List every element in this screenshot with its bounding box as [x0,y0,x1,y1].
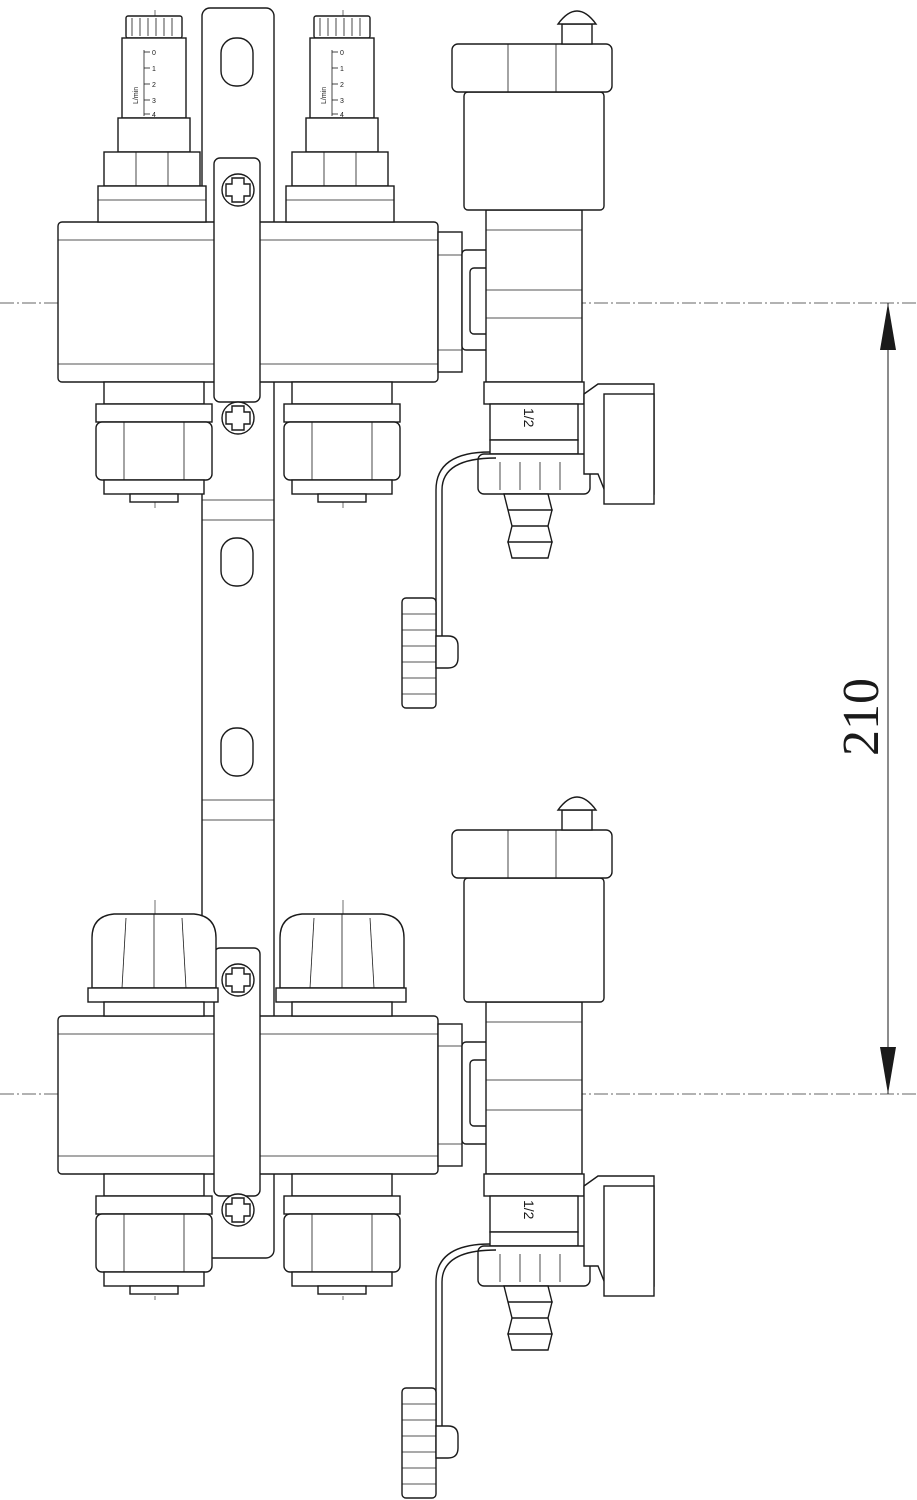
outlet-fitting [283,1173,401,1295]
flow-meter-tick-3: 3 [340,98,344,105]
flow-meter-tick-1: 1 [152,66,156,73]
valve-cap [275,913,407,1017]
outlet-fitting [283,381,401,503]
dimension-line: 210 [833,303,896,1094]
screw-head [221,173,255,207]
flow-meter-unit: L/min [133,87,140,104]
bracket-slot [220,727,254,777]
air-vent-assembly [451,10,613,383]
flow-meter-unit: L/min [321,87,328,104]
bottom-manifold: 1/2 [57,796,655,1499]
outlet-fitting [95,1173,213,1295]
screw-head [221,1193,255,1227]
flow-meter-tick-3: 3 [152,98,156,105]
flow-meter-tick-1: 1 [340,66,344,73]
drain-cap [401,1243,497,1499]
flow-meter-tick-4: 4 [340,112,344,119]
flow-meter-tick-4: 4 [152,112,156,119]
outlet-fitting [95,381,213,503]
valve-cap [87,913,219,1017]
arrow-down-icon [880,1047,896,1094]
arrow-up-icon [880,303,896,350]
bracket-slot [220,37,254,87]
flow-meter: L/min 0 1 2 3 4 [97,15,207,223]
flow-meter: L/min 0 1 2 3 4 [285,15,395,223]
drain-ball-valve: 1/2 [477,1173,655,1351]
dimension-value: 210 [833,678,890,756]
screw-head [221,963,255,997]
thread-size-label: 1/2 [521,408,537,428]
drain-cap [401,451,497,709]
top-manifold: L/min 0 1 2 3 4 L/min 0 1 2 [57,10,655,709]
air-vent-assembly [451,796,613,1175]
screw-head [221,401,255,435]
flow-meter-tick-2: 2 [340,82,344,89]
bracket-slot [220,537,254,587]
drain-ball-valve: 1/2 [477,381,655,559]
flow-meter-tick-0: 0 [152,50,156,57]
flow-meter-tick-2: 2 [152,82,156,89]
flow-meter-tick-0: 0 [340,50,344,57]
thread-size-label: 1/2 [521,1200,537,1220]
